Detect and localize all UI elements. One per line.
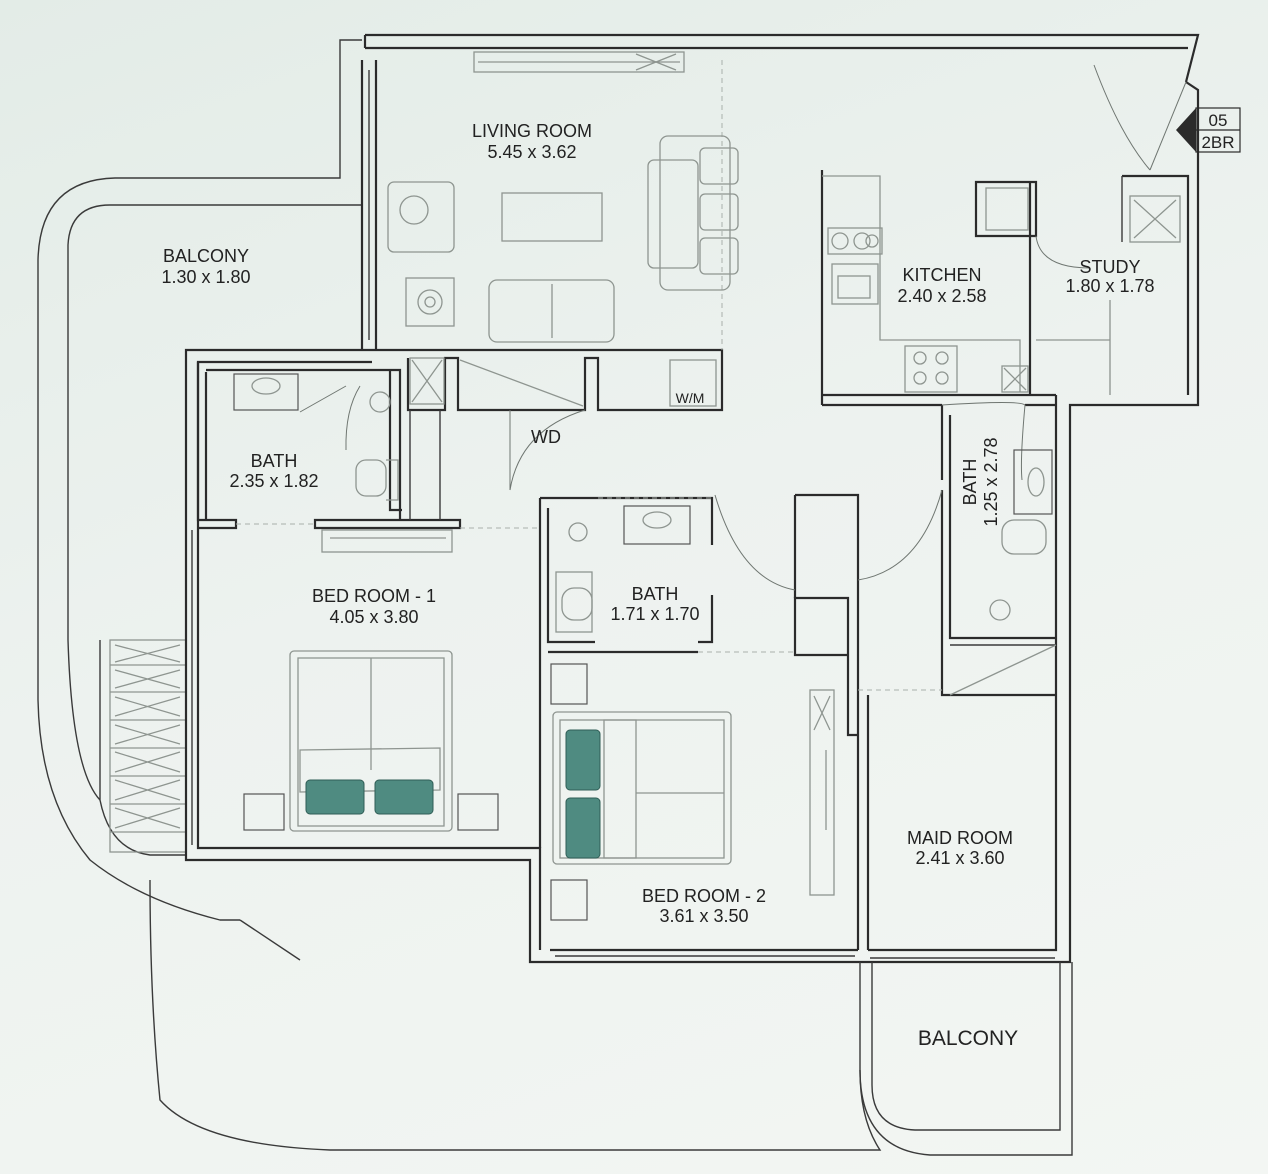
maid-room-size: 2.41 x 3.60 <box>915 848 1004 868</box>
study-size: 1.80 x 1.78 <box>1065 276 1154 296</box>
bedroom-2-size: 3.61 x 3.50 <box>659 906 748 926</box>
balcony-left-name: BALCONY <box>163 246 249 266</box>
study-name: STUDY <box>1079 257 1140 277</box>
wd-label: WD <box>531 427 561 447</box>
lower-outline <box>149 879 882 1151</box>
bath-1-size: 2.35 x 1.82 <box>229 471 318 491</box>
bedroom-2-name: BED ROOM - 2 <box>642 886 766 906</box>
room-labels: LIVING ROOM 5.45 x 3.62 BALCONY 1.30 x 1… <box>161 121 1154 1050</box>
bath-2-fixtures <box>555 505 691 633</box>
bedroom-1-name: BED ROOM - 1 <box>312 586 436 606</box>
bedroom-1-furniture <box>243 650 499 832</box>
kitchen-name: KITCHEN <box>902 265 981 285</box>
balcony-left-size: 1.30 x 1.80 <box>161 267 250 287</box>
bath-2-name: BATH <box>632 584 679 604</box>
interior-walls <box>196 170 1190 950</box>
corridor-fixtures <box>321 357 717 553</box>
living-furniture <box>387 51 739 343</box>
dashed-openings <box>236 60 942 691</box>
bath-3-size: 1.25 x 2.78 <box>981 437 1001 526</box>
bath-3-name: BATH <box>960 459 980 506</box>
maid-room-name: MAID ROOM <box>907 828 1013 848</box>
left-balcony-outline <box>37 39 362 961</box>
kitchen-fixtures <box>822 175 1110 393</box>
bath-2-size: 1.71 x 1.70 <box>610 604 699 624</box>
living-room-size: 5.45 x 3.62 <box>487 142 576 162</box>
wm-label: W/M <box>676 390 705 406</box>
exterior-walls <box>184 33 1200 964</box>
bottom-balcony <box>859 962 1073 1156</box>
left-balcony-railing <box>109 639 187 853</box>
balcony-bottom-name: BALCONY <box>918 1027 1018 1050</box>
bath-1-fixtures <box>233 373 399 501</box>
bath-1-name: BATH <box>251 451 298 471</box>
door-swings <box>299 64 1187 591</box>
living-room-name: LIVING ROOM <box>472 121 592 141</box>
kitchen-size: 2.40 x 2.58 <box>897 286 986 306</box>
bath-3-fixtures <box>949 449 1057 696</box>
bedroom-1-size: 4.05 x 3.80 <box>329 607 418 627</box>
unit-number: 05 <box>1209 111 1228 130</box>
bedroom-2-furniture <box>550 663 835 921</box>
unit-type: 2BR <box>1201 133 1234 152</box>
unit-badge: 05 2BR <box>1176 107 1241 153</box>
study-fixtures <box>1129 195 1181 243</box>
